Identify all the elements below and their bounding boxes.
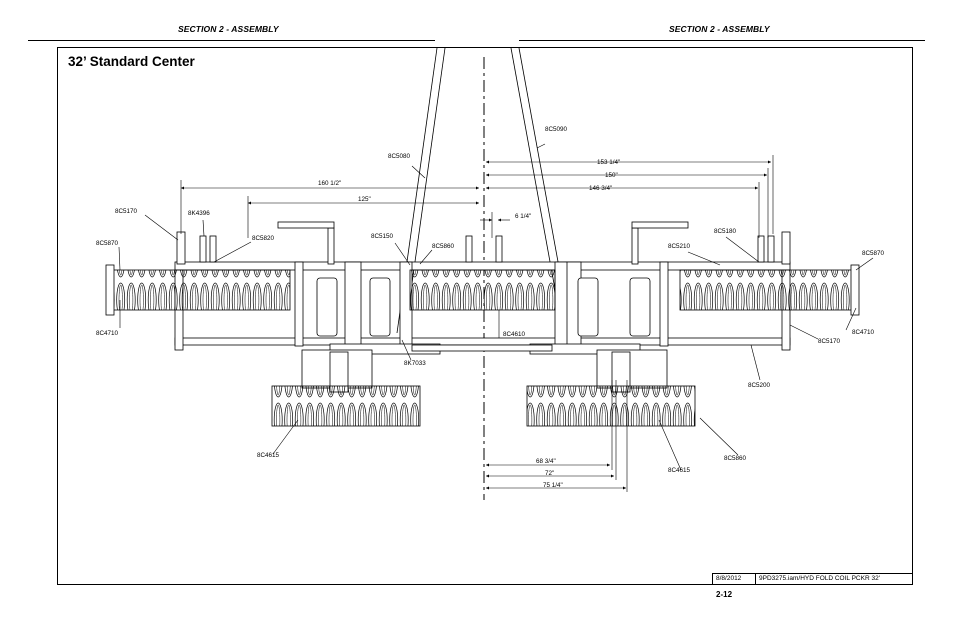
coil-gangs-rear: [271, 385, 696, 427]
part-callouts: 8C5090 8C5080 8C5170 8K4396 8C5870 8C582…: [96, 126, 885, 474]
header-rule-right: [519, 40, 925, 41]
part-8c5090: 8C5090: [545, 126, 568, 133]
part-8c4615-left: 8C4615: [257, 452, 280, 459]
part-8c5170-left: 8C5170: [115, 208, 138, 215]
part-8c4710-right: 8C4710: [852, 329, 875, 336]
part-8c5180: 8C5180: [714, 228, 737, 235]
page-title: 32’ Standard Center: [68, 54, 195, 69]
part-8c4710-left: 8C4710: [96, 330, 119, 337]
page-number: 2-12: [716, 590, 733, 599]
dim-125: 125": [358, 196, 371, 203]
part-8c5860-top: 8C5860: [432, 243, 455, 250]
dim-160: 160 1/2": [318, 180, 341, 187]
dim-72: 72": [545, 470, 554, 477]
dim-146: 146 3/4": [589, 185, 612, 192]
part-8c5080: 8C5080: [388, 153, 411, 160]
part-8c5870-right: 8C5870: [862, 250, 885, 257]
part-8c5170-right: 8C5170: [818, 338, 841, 345]
section-header-right: SECTION 2 - ASSEMBLY: [669, 24, 770, 34]
dim-153: 153 1/4": [597, 159, 620, 166]
gang-end-plates: [105, 264, 860, 316]
dimension-lines: [180, 155, 774, 492]
section-header-left: SECTION 2 - ASSEMBLY: [178, 24, 279, 34]
title-block-date: 8/8/2012: [712, 573, 756, 585]
drawing-frame: [57, 47, 913, 585]
rear-center-section: [301, 349, 668, 393]
header-rule-left: [28, 40, 435, 41]
coil-gangs-front: [109, 269, 856, 311]
dim-68: 68 3/4": [536, 458, 556, 465]
dim-6: 6 1/4": [515, 213, 531, 220]
dim-75: 75 1/4": [543, 482, 563, 489]
part-8c5200: 8C5200: [748, 382, 771, 389]
part-8c4610: 8C4610: [503, 331, 526, 338]
part-8c4615-right: 8C4615: [668, 467, 691, 474]
part-8c5870-left: 8C5870: [96, 240, 119, 247]
part-8k4396: 8K4396: [188, 210, 210, 217]
cylinder-windows: [316, 277, 651, 337]
dim-150: 150": [605, 172, 618, 179]
title-block-file: 9PD3275.iam/HYD FOLD COIL PCKR 32': [755, 573, 913, 585]
dimension-labels: 160 1/2" 125" 6 1/4" 153 1/4" 150" 146 3…: [318, 159, 620, 489]
part-8c5860-bottom: 8C5860: [724, 455, 747, 462]
part-8c5210: 8C5210: [668, 243, 691, 250]
part-8c5150: 8C5150: [371, 233, 394, 240]
tower-posts: [176, 221, 791, 265]
part-8k7033: 8K7033: [404, 360, 426, 367]
leader-lines: [118, 143, 874, 471]
part-8c5820: 8C5820: [252, 235, 275, 242]
